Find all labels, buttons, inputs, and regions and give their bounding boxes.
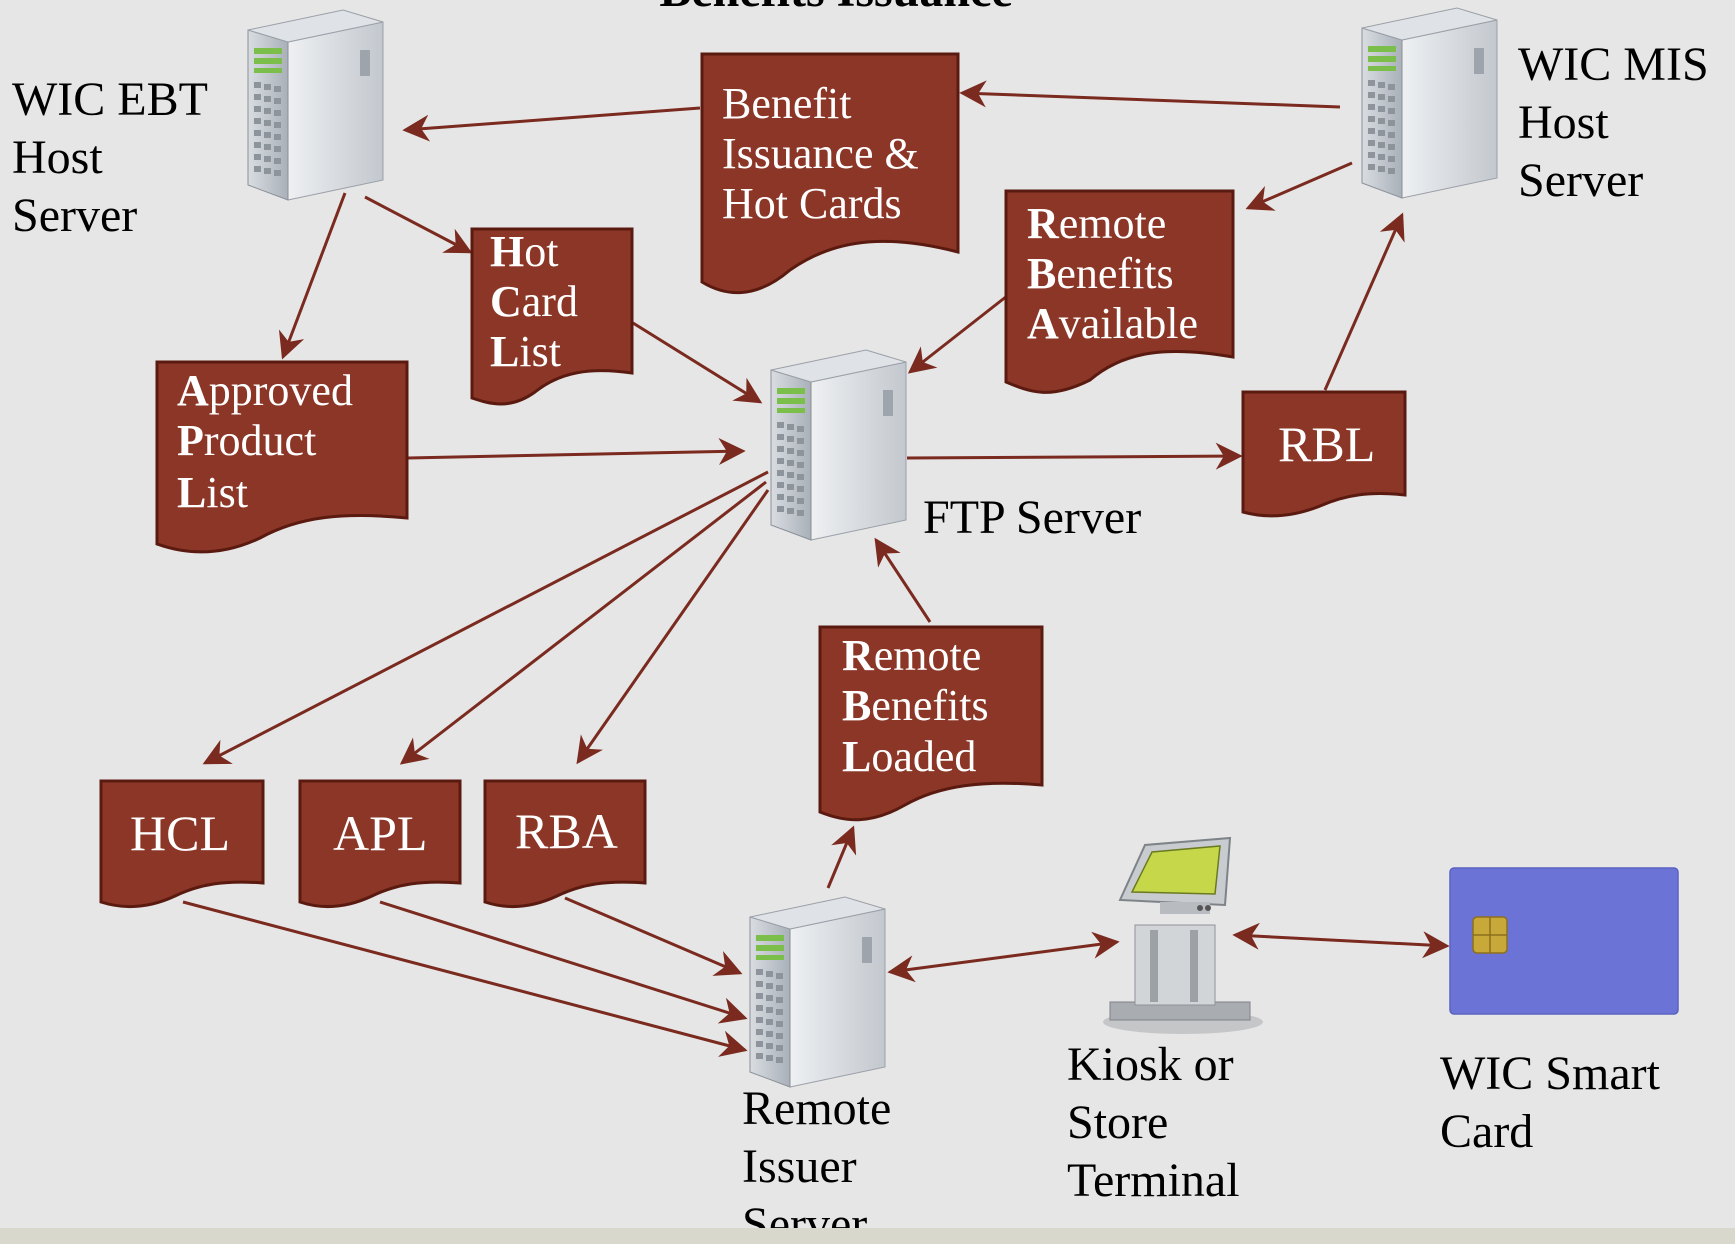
smart-card-label-line1: WIC Smart — [1440, 1047, 1661, 1100]
wic-smart-card: WIC Smart Card — [1440, 867, 1679, 1158]
doc-apl-line1: Approved — [177, 366, 353, 415]
doc-rba-avail-line1: Remote — [1027, 199, 1166, 248]
doc-rbl-loaded-line3: Loaded — [842, 732, 976, 781]
arrow-remote-benefits-available-to-ftp — [907, 294, 1008, 374]
server-icon — [1361, 7, 1498, 199]
doc-hot-card-list: Hot Card List — [470, 227, 634, 406]
wic-ebt-label-line3: Server — [12, 189, 137, 242]
doc-rba-label: RBA — [515, 803, 618, 859]
server-icon — [770, 349, 907, 541]
doc-hot-card-line3: List — [490, 327, 561, 376]
smart-card-icon — [1449, 867, 1679, 1015]
wic-ebt-label-line2: Host — [12, 131, 103, 184]
wic-ebt-label-line1: WIC EBT — [12, 73, 208, 126]
arrow-hot-card-list-to-ftp — [632, 321, 763, 404]
arrow-remote-issuer-kiosk — [887, 931, 1120, 983]
ftp-server: FTP Server — [770, 349, 1141, 544]
doc-hcl: HCL — [99, 779, 265, 909]
doc-benefit-issuance-line3: Hot Cards — [722, 179, 902, 228]
wic-ebt-host-server: WIC EBT Host Server — [12, 9, 384, 242]
doc-rba: RBA — [483, 779, 647, 909]
doc-benefit-issuance-line1: Benefit — [722, 79, 852, 128]
arrow-apl-to-remote-issuer — [379, 900, 748, 1024]
doc-approved-product-list: Approved Product List — [155, 360, 409, 554]
doc-rbl-loaded-line1: Remote — [842, 631, 981, 680]
bottom-band — [0, 1228, 1735, 1244]
remote-issuer-label-line2: Issuer — [742, 1140, 857, 1193]
arrow-rba-to-remote-issuer — [564, 896, 743, 976]
kiosk-label-line2: Store — [1067, 1096, 1168, 1149]
arrow-ftp-to-rba — [576, 489, 770, 765]
doc-rbl-loaded-line2: Benefits — [842, 681, 989, 730]
arrow-ftp-to-hcl — [202, 470, 769, 765]
doc-hcl-label: HCL — [130, 805, 230, 861]
server-icon — [749, 896, 886, 1088]
doc-apl-line3: List — [177, 468, 248, 517]
doc-benefit-issuance-line2: Issuance & — [722, 129, 919, 178]
arrow-mis-to-benefit-issuance — [959, 80, 1341, 109]
doc-benefit-issuance-hot-cards: Benefit Issuance & Hot Cards — [700, 52, 960, 295]
arrow-ebt-to-hot-card-list — [364, 195, 473, 254]
kiosk-terminal: Kiosk or Store Terminal — [1067, 836, 1263, 1207]
wic-mis-host-server: WIC MIS Host Server — [1361, 7, 1709, 207]
kiosk-icon — [1103, 836, 1263, 1034]
doc-rbl: RBL — [1241, 390, 1407, 518]
diagram-title: Benefits Issuance — [659, 0, 1012, 17]
kiosk-label-line1: Kiosk or — [1067, 1038, 1234, 1091]
arrow-rbl-to-mis — [1323, 212, 1405, 391]
flow-arrows — [182, 80, 1450, 1057]
doc-apl: APL — [298, 779, 462, 909]
doc-rba-avail-line3: Available — [1027, 299, 1198, 348]
arrow-kiosk-smart-card — [1232, 922, 1450, 959]
arrow-remote-benefits-loaded-to-ftp — [874, 537, 932, 623]
ftp-server-label: FTP Server — [923, 491, 1141, 544]
doc-hot-card-line1: Hot — [490, 227, 558, 276]
remote-issuer-server: Remote Issuer Server — [742, 896, 891, 1244]
doc-remote-benefits-available: Remote Benefits Available — [1004, 189, 1235, 394]
kiosk-label-line3: Terminal — [1067, 1154, 1240, 1207]
arrow-ftp-to-apl — [399, 480, 767, 765]
arrow-benefit-issuance-to-ebt — [402, 106, 701, 142]
arrow-hcl-to-remote-issuer — [182, 900, 748, 1057]
arrow-remote-issuer-to-remote-benefits-loaded — [826, 825, 857, 889]
arrow-approved-product-list-to-ftp — [407, 438, 746, 466]
arrow-mis-to-remote-benefits-available — [1245, 161, 1353, 211]
wic-mis-label-line2: Host — [1518, 96, 1609, 149]
smart-card-label-line2: Card — [1440, 1105, 1533, 1158]
doc-hot-card-line2: Card — [490, 277, 578, 326]
doc-apl-label: APL — [333, 805, 427, 861]
remote-issuer-label-line1: Remote — [742, 1082, 891, 1135]
doc-apl-line2: Product — [177, 416, 316, 465]
doc-rbl-label: RBL — [1278, 416, 1375, 472]
doc-rba-avail-line2: Benefits — [1027, 249, 1174, 298]
arrow-ebt-to-approved-product-list — [278, 192, 347, 360]
server-icon — [247, 9, 384, 201]
wic-mis-label-line3: Server — [1518, 154, 1643, 207]
arrow-ftp-to-rbl — [906, 442, 1243, 470]
doc-remote-benefits-loaded: Remote Benefits Loaded — [818, 625, 1044, 822]
wic-mis-label-line1: WIC MIS — [1518, 38, 1709, 91]
